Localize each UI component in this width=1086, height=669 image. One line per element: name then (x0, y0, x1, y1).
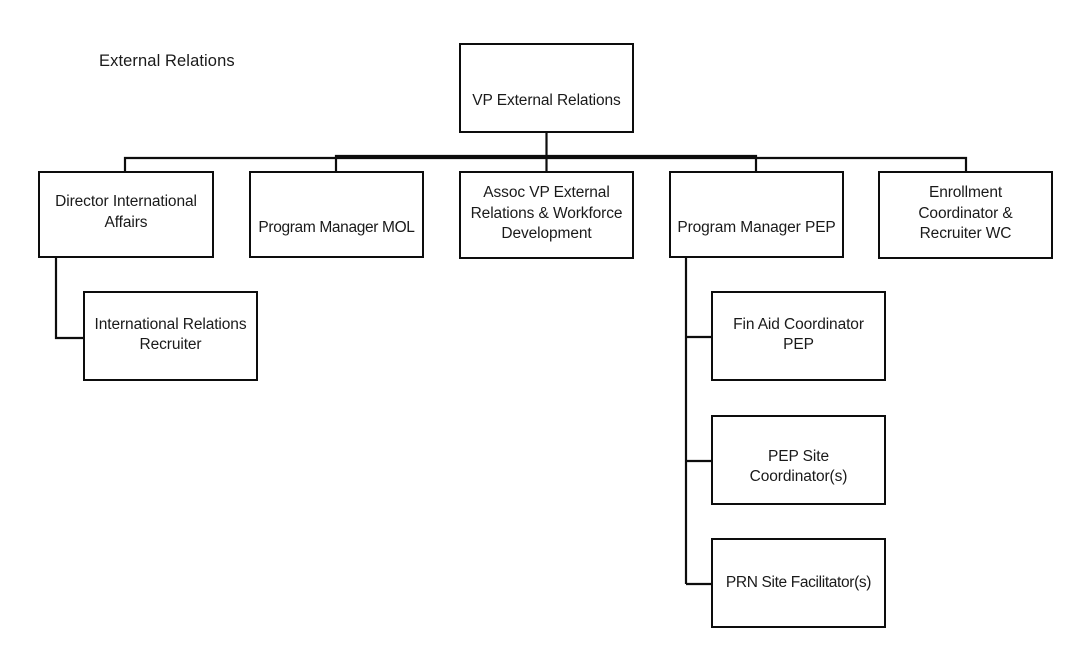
chart-title: External Relations (99, 52, 235, 70)
node-prn-site-facilitator[interactable]: PRN Site Facilitator(s) (711, 538, 886, 628)
node-label: Director International Affairs (55, 193, 197, 231)
node-label: Fin Aid Coordinator PEP (733, 315, 864, 353)
node-director-international-affairs[interactable]: Director International Affairs (38, 171, 214, 258)
node-program-manager-pep[interactable]: Program Manager PEP (669, 171, 844, 258)
edge-vp-to-director-international-affairs (123, 156, 547, 171)
node-label: PEP Site Coordinator(s) (749, 447, 848, 485)
node-label: Assoc VP External Relations & Workforce … (470, 184, 623, 243)
edge-vp-to-program-manager-mol (334, 154, 547, 171)
node-pep-site-coordinator[interactable]: PEP Site Coordinator(s) (711, 415, 886, 505)
node-label: International Relations Recruiter (94, 316, 247, 354)
edge-director-to-international-relations-recruiter (54, 258, 83, 340)
node-label: Program Manager PEP (677, 218, 836, 236)
edge-vp-to-enrollment-coordinator (546, 156, 968, 171)
node-fin-aid-coordinator-pep[interactable]: Fin Aid Coordinator PEP (711, 291, 886, 381)
node-international-relations-recruiter[interactable]: International Relations Recruiter (83, 291, 258, 381)
node-label: VP External Relations (472, 91, 621, 109)
node-label: Program Manager MOL (258, 218, 415, 236)
node-assoc-vp-external-relations[interactable]: Assoc VP External Relations & Workforce … (459, 171, 634, 259)
node-label: Enrollment Coordinator & Recruiter WC (918, 184, 1013, 243)
edge-vp-to-program-manager-pep (546, 154, 758, 171)
node-vp-external-relations[interactable]: VP External Relations (459, 43, 634, 133)
node-program-manager-mol[interactable]: Program Manager MOL (249, 171, 424, 258)
node-label: PRN Site Facilitator(s) (725, 573, 872, 591)
node-enrollment-coordinator-recruiter-wc[interactable]: Enrollment Coordinator & Recruiter WC (878, 171, 1053, 259)
